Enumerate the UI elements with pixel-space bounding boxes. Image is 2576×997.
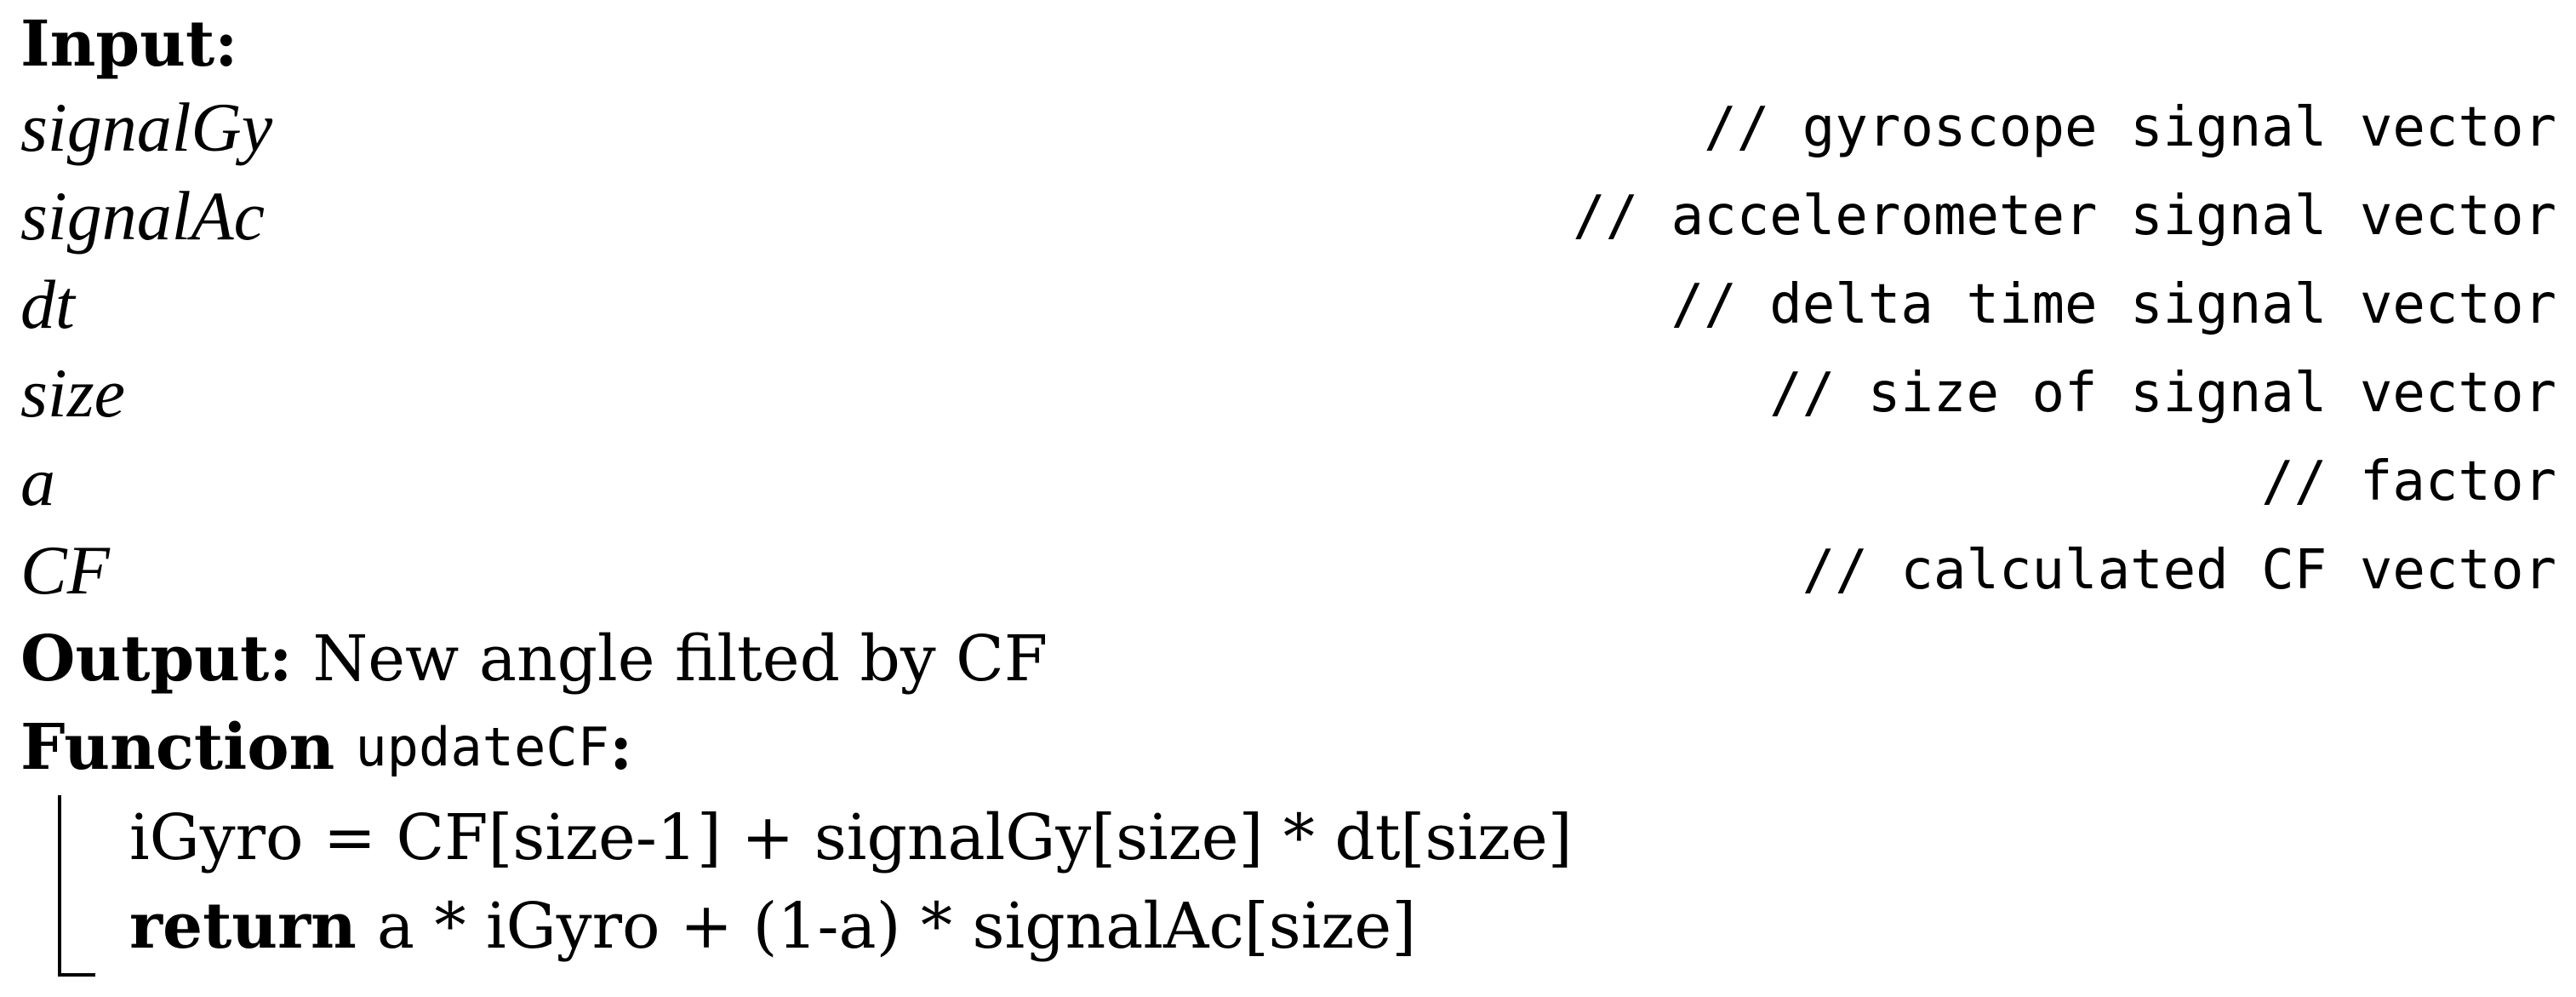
input-row-dt: dt // delta time signal vector: [20, 261, 2556, 349]
input-comment: // delta time signal vector: [1671, 273, 2556, 336]
input-comment: // accelerometer signal vector: [1573, 185, 2556, 248]
input-label: Input:: [20, 8, 238, 81]
input-row-size: size // size of signal vector: [20, 349, 2556, 438]
output-text: New angle filted by CF: [312, 622, 1048, 696]
function-name: updateCF: [355, 716, 609, 778]
input-variable: size: [20, 354, 125, 432]
block-bracket-vertical: [58, 795, 61, 977]
return-expression: a * iGyro + (1-a) * signalAc[size]: [376, 890, 1417, 963]
input-variable: dt: [20, 266, 75, 343]
algorithm-block: Input: signalGy // gyroscope signal vect…: [20, 0, 2556, 997]
input-comment: // factor: [2261, 450, 2556, 513]
input-row-signalgy: signalGy // gyroscope signal vector: [20, 83, 2556, 172]
input-variable: signalAc: [20, 177, 265, 255]
block-bracket-foot: [58, 973, 95, 977]
function-body-line-2: return a * iGyro + (1-a) * signalAc[size…: [129, 882, 2576, 971]
output-row: Output: New angle filted by CF: [20, 615, 2556, 703]
function-keyword: Function: [20, 711, 335, 784]
input-comment: // gyroscope signal vector: [1704, 96, 2556, 159]
return-keyword: return: [129, 890, 357, 963]
statement-igyro: iGyro = CF[size-1] + signalGy[size] * dt…: [129, 801, 1573, 874]
input-row-cf: CF // calculated CF vector: [20, 526, 2556, 615]
input-row-a: a // factor: [20, 438, 2556, 526]
output-label: Output:: [20, 622, 293, 696]
function-colon: :: [608, 711, 633, 784]
function-row: Function updateCF :: [20, 703, 2556, 792]
input-comment: // size of signal vector: [1769, 362, 2556, 425]
input-heading: Input:: [20, 0, 2556, 89]
function-body-line-1: iGyro = CF[size-1] + signalGy[size] * dt…: [129, 794, 2576, 882]
input-variable: CF: [20, 531, 110, 609]
input-comment: // calculated CF vector: [1802, 539, 2556, 602]
input-variable: a: [20, 443, 55, 520]
input-row-signalac: signalAc // accelerometer signal vector: [20, 172, 2556, 261]
input-variable: signalGy: [20, 89, 273, 166]
